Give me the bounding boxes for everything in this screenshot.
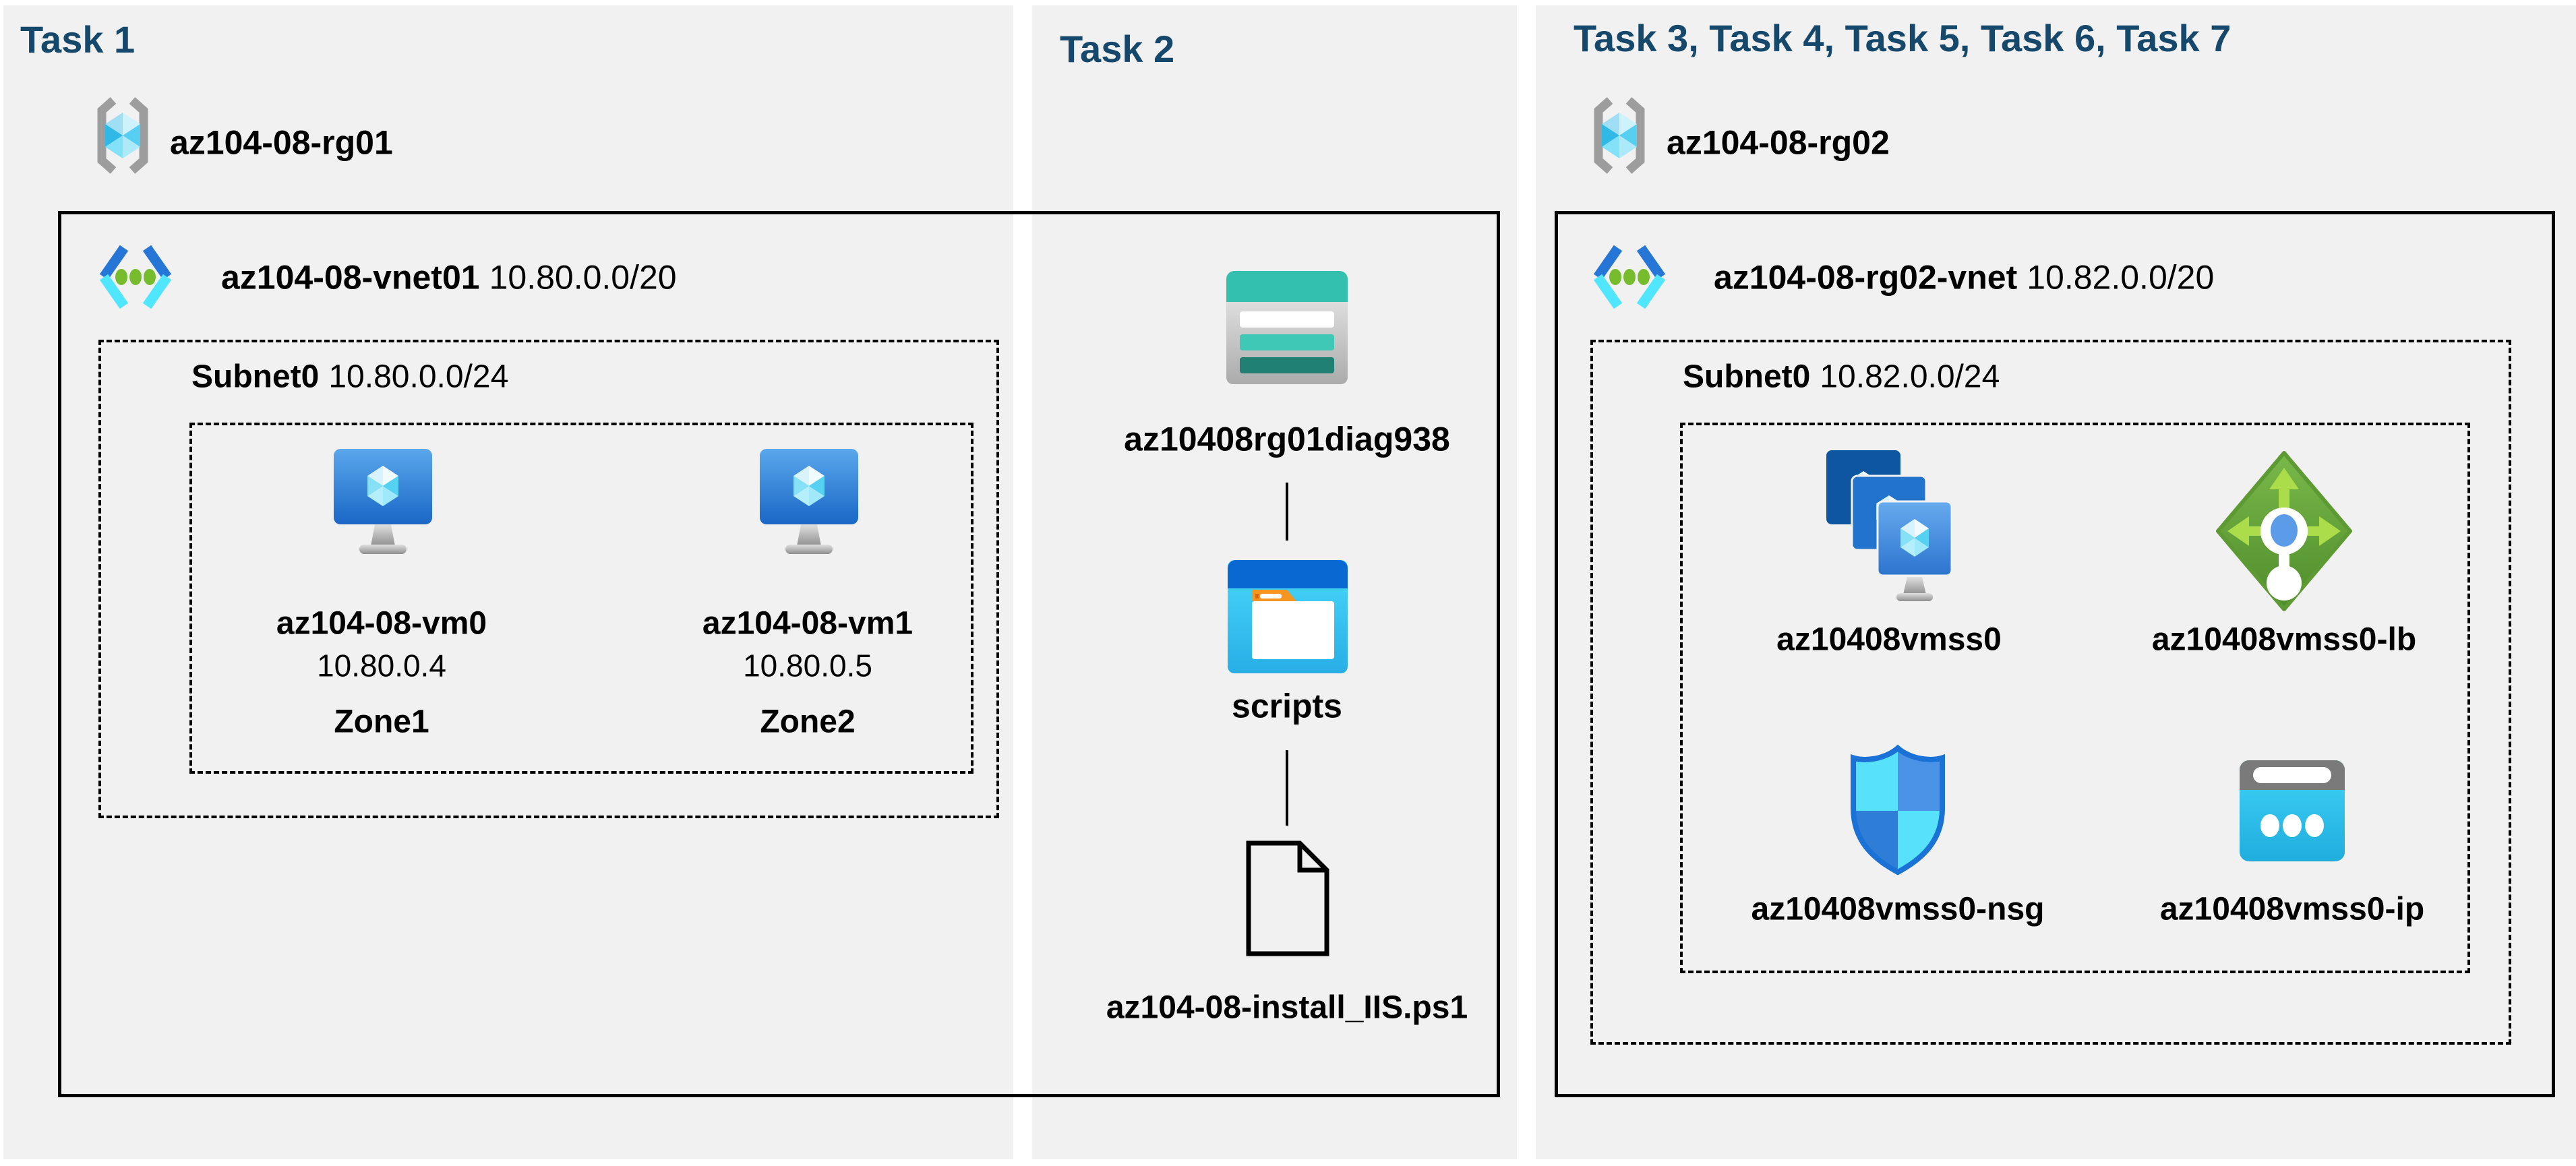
- vm-icon: [760, 449, 858, 554]
- subnet-cidr: 10.80.0.0/24: [328, 359, 509, 395]
- resource-group-name: az104-08-rg02: [1667, 123, 1890, 162]
- subnet-name: Subnet0: [1683, 359, 1811, 395]
- task3-panel: [1536, 5, 2576, 1159]
- vmss-name: az10408vmss0: [1776, 621, 2002, 658]
- vm-zone: Zone2: [760, 704, 856, 740]
- file-document-icon: [1246, 840, 1329, 956]
- blob-container-folder-icon: [1228, 560, 1348, 673]
- nsg-shield-icon: [1851, 744, 1945, 876]
- resource-group-icon: [1594, 97, 1645, 174]
- load-balancer-icon: [2216, 451, 2352, 611]
- connector-line: [1286, 750, 1288, 826]
- connector-line: [1286, 483, 1288, 541]
- vnet-icon: [99, 245, 172, 309]
- vm-zone: Zone1: [334, 704, 429, 740]
- vm-name: az104-08-vm1: [702, 605, 913, 642]
- vmss-icon: [1826, 450, 1953, 601]
- container-name: scripts: [1232, 687, 1342, 725]
- public-ip-icon: [2240, 760, 2345, 861]
- task1-title: Task 1: [20, 18, 136, 61]
- task3-title: Task 3, Task 4, Task 5, Task 6, Task 7: [1574, 17, 2231, 59]
- vnet-icon: [1593, 245, 1666, 309]
- storage-account-name: az10408rg01diag938: [1124, 420, 1450, 458]
- subnet-cidr: 10.82.0.0/24: [1820, 359, 2000, 395]
- vnet-name: az104-08-rg02-vnet: [1714, 258, 2018, 297]
- vnet-cidr: 10.80.0.0/20: [489, 258, 677, 297]
- script-file-name: az104-08-install_IIS.ps1: [1106, 989, 1468, 1026]
- vnet-cidr: 10.82.0.0/20: [2027, 258, 2215, 297]
- vm-name: az104-08-vm0: [276, 605, 487, 642]
- nsg-name: az10408vmss0-nsg: [1751, 891, 2045, 927]
- vm-ip: 10.80.0.5: [743, 648, 872, 683]
- vm-ip: 10.80.0.4: [317, 648, 446, 683]
- task1-task2-outline-box: [58, 211, 1500, 1097]
- task1-panel: [3, 5, 1013, 1159]
- public-ip-name: az10408vmss0-ip: [2159, 891, 2425, 927]
- load-balancer-name: az10408vmss0-lb: [2151, 621, 2417, 658]
- subnet-box: [98, 340, 999, 818]
- resource-group-icon: [97, 97, 148, 174]
- subnet-box: [1590, 340, 2511, 1045]
- subnet-name: Subnet0: [191, 359, 320, 395]
- task3-outline-box: [1555, 211, 2555, 1097]
- task2-title: Task 2: [1060, 28, 1175, 70]
- storage-account-icon: [1226, 271, 1348, 384]
- availability-zones-box: [189, 423, 974, 774]
- vm-icon: [334, 449, 432, 554]
- vnet-name: az104-08-vnet01: [221, 258, 480, 297]
- resource-group-name: az104-08-rg01: [170, 123, 393, 162]
- vmss-resources-box: [1680, 423, 2470, 973]
